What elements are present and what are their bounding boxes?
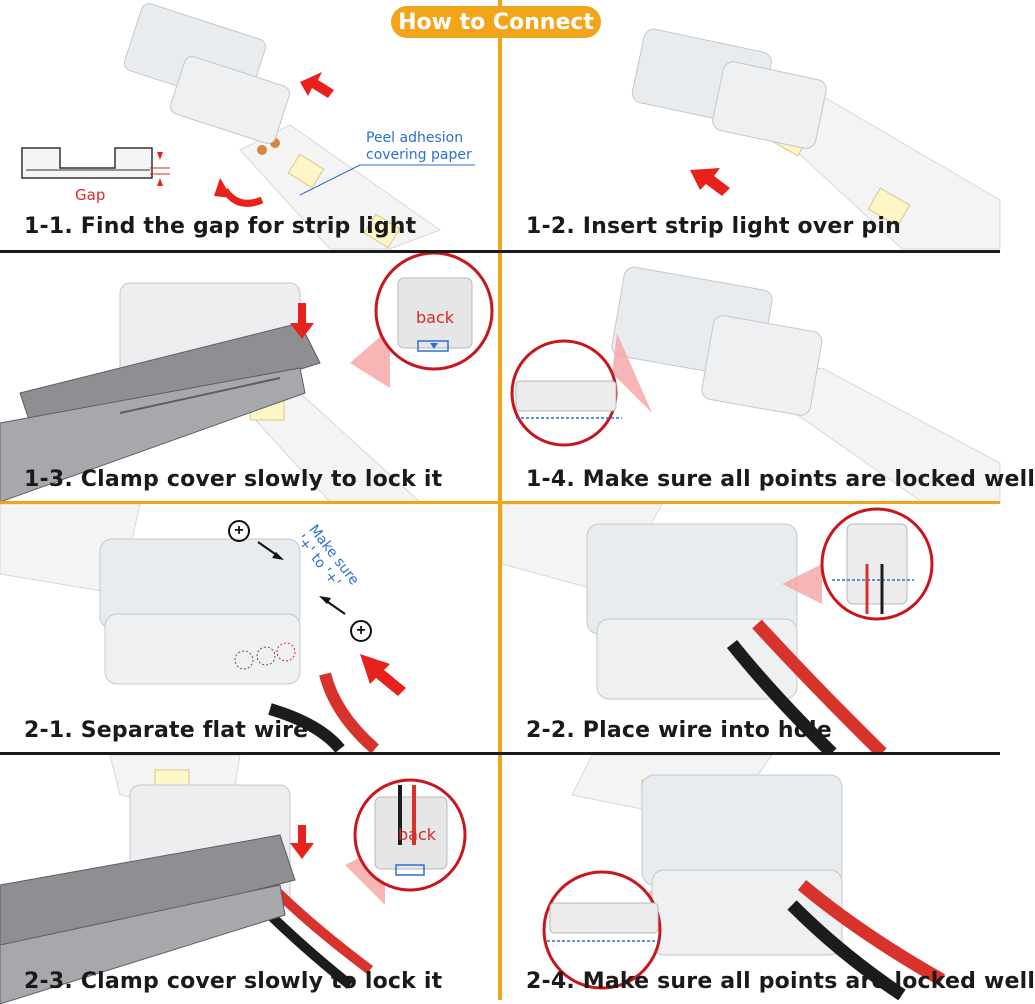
step-2-4-illustration [542,754,946,1001]
gap-diagram [21,147,170,186]
black-wire [268,703,345,753]
step-caption: 1-3. Clamp cover slowly to lock it [24,467,443,492]
connector-shape [99,538,301,685]
step-1-3-illustration [0,251,494,503]
step-caption: 2-1. Separate flat wire [24,718,309,743]
connector-shape [641,774,843,956]
step-panel-2-1: + + Make sure '+' to '+' 2-1. Separate f… [0,503,498,754]
page-title: How to Connect [391,6,601,38]
step-2-2-illustration [501,503,934,758]
vertical-divider [498,0,502,1000]
red-wire [752,619,887,758]
red-arrow-icon [360,654,406,696]
red-wire [797,880,946,986]
step-panel-1-2: 1-2. Insert strip light over pin [502,0,1001,250]
back-label: back [398,825,437,844]
connector-shape [586,523,798,700]
step-2-1-illustration [0,503,406,754]
horizontal-divider [0,752,1000,755]
peel-note-line2: covering paper [366,147,472,163]
step-1-2-illustration [631,28,1001,250]
step-caption: 1-4. Make sure all points are locked wel… [526,467,1035,492]
connector-shape [631,28,827,149]
peel-note-line1: Peel adhesion [366,130,464,146]
step-panel-2-4: 2-4. Make sure all points are locked wel… [502,754,1035,1004]
red-arrow-icon [690,168,730,196]
step-caption: 2-4. Make sure all points are locked wel… [526,969,1035,994]
step-panel-1-3: back 1-3. Clamp cover slowly to lock it [0,251,498,503]
back-label: back [416,308,455,327]
step-caption: 2-2. Place wire into hole [526,718,832,743]
horizontal-divider-accent [0,501,1000,504]
horizontal-divider [0,250,1000,253]
step-panel-1-4: 1-4. Make sure all points are locked wel… [502,253,1035,503]
gap-label: Gap [75,186,106,204]
step-2-3-illustration [0,754,467,1004]
connector-shape [611,266,823,416]
step-panel-2-2: 2-2. Place wire into hole [501,503,1000,758]
black-wire [787,900,906,1001]
step-caption: 2-3. Clamp cover slowly to lock it [24,969,443,994]
step-1-1-illustration [21,3,475,250]
step-caption: 1-2. Insert strip light over pin [526,214,901,239]
step-1-4-illustration [510,266,1001,503]
pliers-icon [0,322,321,503]
pliers-icon [0,834,296,1004]
peel-note: Peel adhesion covering paper [366,130,472,164]
down-arrow-icon [290,303,314,339]
red-arrow-icon [300,72,334,98]
connector-shape [123,3,290,144]
step-caption: 1-1. Find the gap for strip light [24,214,417,239]
step-panel-2-3: back 2-3. Clamp cover slowly to lock it [0,754,498,1004]
plus-symbol-icon: + [350,620,372,642]
step-panel-1-1: Gap Peel adhesion covering paper 1-1. Fi… [0,0,498,250]
black-wire [726,639,837,758]
down-arrow-icon [290,825,314,859]
red-wire [319,672,379,754]
plus-symbol-icon: + [228,520,250,542]
